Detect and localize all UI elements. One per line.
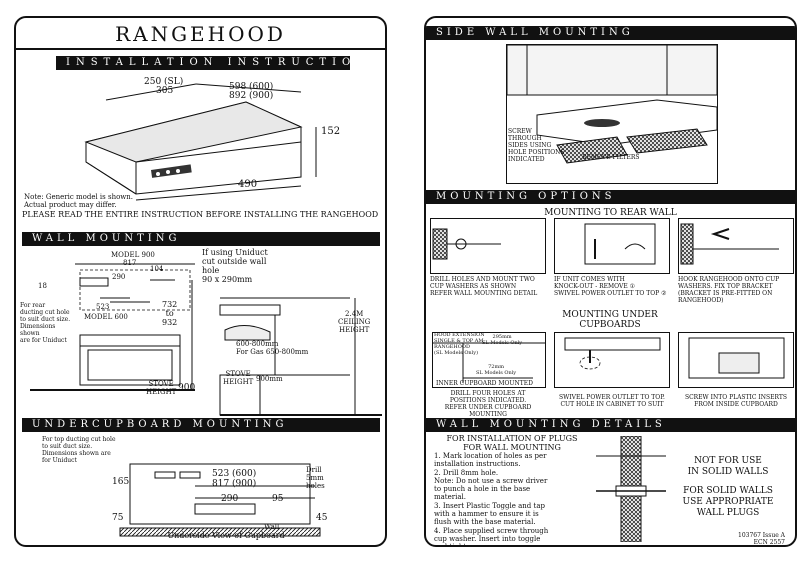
wall-plug-drawing bbox=[596, 436, 666, 542]
dim-152: 152 bbox=[321, 126, 341, 137]
rear-caption-3: HOOK RANGEHOOD ONTO CUP WASHERS. FIX TOP… bbox=[678, 276, 780, 304]
please-read-notice: PLEASE READ THE ENTIRE INSTRUCTION BEFOR… bbox=[22, 210, 379, 219]
rear-figure-2 bbox=[554, 218, 670, 274]
model-600-label: MODEL 600 bbox=[84, 313, 128, 321]
under-figure-3 bbox=[678, 332, 794, 388]
side-wall-bar: SIDE WALL MOUNTING bbox=[426, 26, 795, 40]
model-900-label: MODEL 900 bbox=[111, 251, 155, 259]
drill-holes-note: Drill 5mm holes bbox=[306, 466, 325, 490]
dim-165: 165 bbox=[112, 477, 130, 487]
step-2: 2. Drill 8mm hole. Note: Do not use a sc… bbox=[434, 469, 548, 501]
installation-bar: INSTALLATION INSTRUCTION bbox=[56, 56, 365, 70]
dim-817: 817 bbox=[123, 259, 137, 267]
stove-height-left: STOVE HEIGHT bbox=[146, 380, 177, 396]
rangehood-drawing bbox=[84, 83, 317, 201]
wall-mounting-bar: WALL MOUNTING bbox=[22, 232, 380, 246]
dim-72-sl: 72mm SL Models Only bbox=[476, 364, 517, 376]
mounting-height-label: 600-800mm For Gas 650-800mm bbox=[236, 340, 309, 356]
dim-18: 18 bbox=[38, 282, 47, 290]
undercupboard-diagram bbox=[119, 463, 321, 537]
dim-900-left: 900 bbox=[178, 383, 196, 393]
underside-view-caption: Underside View of Cupboard bbox=[167, 531, 285, 540]
dim-598: 598 (600) bbox=[229, 82, 274, 92]
dim-250: 250 (SL) bbox=[144, 77, 184, 87]
dim-290: 290 bbox=[112, 273, 126, 281]
ceiling-height-label: 2.4M CEILING HEIGHT bbox=[338, 310, 371, 334]
document-title: RANGEHOOD bbox=[115, 22, 286, 46]
steps-list: 1. Mark location of holes as per install… bbox=[434, 452, 594, 547]
under-figure-2 bbox=[554, 332, 670, 388]
dim-892: 892 (900) bbox=[229, 91, 274, 101]
dim-305: 305 bbox=[156, 86, 174, 96]
dim-295-sl: 295mm SL Models Only bbox=[482, 334, 523, 346]
stove-height-right: STOVE HEIGHT bbox=[223, 370, 254, 386]
side-wall-figure bbox=[506, 44, 718, 184]
mounting-options-bar: MOUNTING OPTIONS bbox=[426, 190, 795, 204]
wall-label: Wall bbox=[264, 523, 280, 531]
generic-model-note: Note: Generic model is shown. Actual pro… bbox=[24, 193, 134, 209]
top-ducting-note: For top ducting cut hole to suit duct si… bbox=[42, 436, 116, 464]
step-4: 4. Place supplied screw through cup wash… bbox=[434, 527, 549, 547]
under-figure-1 bbox=[432, 332, 546, 388]
dim-732-932: 732 to 932 bbox=[162, 300, 178, 327]
remove-filters-label: REMOVE FILTERS bbox=[582, 154, 640, 161]
undercupboard-bar: UNDERCUPBOARD MOUNTING bbox=[22, 418, 380, 432]
under-caption-2: SWIVEL POWER OUTLET TO TOP. CUT HOLE IN … bbox=[559, 394, 665, 408]
wall-mounting-diagram bbox=[30, 263, 382, 416]
dim-523: 523 bbox=[96, 303, 110, 311]
dim-104: 104 bbox=[150, 265, 164, 273]
dim-817-900: 817 (900) bbox=[212, 479, 257, 489]
hood-extension-label: HOOD EXTENSION SINGLE & TOP AM RANGEHOOD… bbox=[434, 332, 485, 356]
step-1: 1. Mark location of holes as per install… bbox=[434, 452, 547, 468]
plugs-title: FOR INSTALLATION OF PLUGS FOR WALL MOUNT… bbox=[446, 434, 578, 452]
dim-75: 75 bbox=[112, 513, 124, 523]
title-rule bbox=[16, 48, 385, 50]
dim-95: 95 bbox=[272, 494, 284, 504]
rear-figure-3 bbox=[678, 218, 794, 274]
step-3: 3. Insert Plastic Toggle and tap with a … bbox=[434, 502, 545, 526]
for-solid-walls: FOR SOLID WALLS USE APPROPRIATE WALL PLU… bbox=[682, 486, 774, 518]
rear-ducting-note: For rear ducting cut hole to suit duct s… bbox=[20, 302, 71, 344]
under-cupboards-title: MOUNTING UNDER CUPBOARDS bbox=[562, 310, 658, 330]
not-for-solid-walls: NOT FOR USE IN SOLID WALLS bbox=[687, 456, 769, 477]
rear-figure-1 bbox=[430, 218, 546, 274]
issue-number: 103767 Issue A ECN 2557 bbox=[738, 532, 785, 546]
dim-45: 45 bbox=[316, 513, 328, 523]
left-panel: RANGEHOOD INSTALLATION INSTRUCTION 250 (… bbox=[14, 16, 387, 547]
inner-cupboard-label: INNER CUPBOARD MOUNTED bbox=[436, 380, 533, 387]
under-caption-1: DRILL FOUR HOLES AT POSITIONS INDICATED.… bbox=[444, 390, 532, 418]
right-panel: SIDE WALL MOUNTING SCREW THROUGH SIDES U… bbox=[424, 16, 797, 547]
wall-mounting-details-bar: WALL MOUNTING DETAILS bbox=[426, 418, 795, 432]
rear-wall-title: MOUNTING TO REAR WALL bbox=[544, 208, 677, 218]
under-caption-3: SCREW INTO PLASTIC INSERTS FROM INSIDE C… bbox=[684, 394, 788, 408]
rear-caption-1: DRILL HOLES AND MOUNT TWO CUP WASHERS AS… bbox=[430, 276, 538, 297]
dim-900mm: 900mm bbox=[256, 375, 283, 383]
dim-523-600: 523 (600) bbox=[212, 469, 257, 479]
dim-290-under: 290 bbox=[221, 494, 239, 504]
dim-490: 490 bbox=[238, 179, 258, 190]
uniduct-note: If using Uniduct cut outside wall hole 9… bbox=[202, 248, 268, 284]
screw-through-note: SCREW THROUGH SIDES USING HOLE POSITIONS… bbox=[508, 128, 565, 163]
rear-caption-2: IF UNIT COMES WITH KNOCK-OUT - REMOVE ① … bbox=[554, 276, 667, 297]
